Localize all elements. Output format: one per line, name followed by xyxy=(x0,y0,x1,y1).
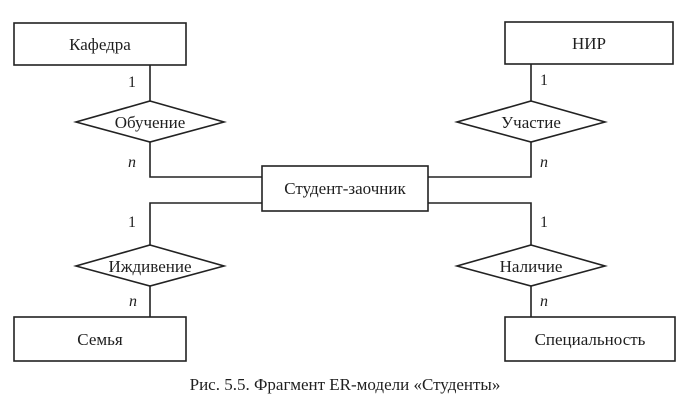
entity-kafedra: Кафедра xyxy=(13,22,187,66)
cardinality-izhdivenie-bottom: n xyxy=(129,293,137,310)
cardinality-nalichie-bottom: n xyxy=(540,293,548,310)
relationship-nalichie-label: Наличие xyxy=(500,257,563,276)
cardinality-uchastie-top: 1 xyxy=(540,72,548,89)
entity-nir: НИР xyxy=(504,21,674,65)
entity-semya: Семья xyxy=(13,316,187,362)
entity-semya-label: Семья xyxy=(77,330,123,349)
entity-kafedra-label: Кафедра xyxy=(69,35,131,54)
cardinality-izhdivenie-top: 1 xyxy=(128,214,136,231)
entity-student: Студент-заочник xyxy=(261,165,429,212)
line-obuchenie-student xyxy=(149,142,262,178)
entity-nir-label: НИР xyxy=(572,34,606,53)
cardinality-uchastie-bottom: n xyxy=(540,154,548,171)
line-student-nalichie xyxy=(428,202,532,245)
connectors xyxy=(149,64,532,317)
relationship-nalichie: Наличие xyxy=(454,244,608,287)
relationship-izhdivenie: Иждивение xyxy=(73,244,227,287)
relationship-uchastie-label: Участие xyxy=(501,113,561,132)
figure-caption: Рис. 5.5. Фрагмент ER-модели «Студенты» xyxy=(190,375,501,394)
relationship-obuchenie-label: Обучение xyxy=(115,113,186,132)
relationship-obuchenie: Обучение xyxy=(73,100,227,143)
cardinalities: 1 n 1 n 1 n 1 n xyxy=(128,72,548,310)
entity-student-label: Студент-заочник xyxy=(284,179,406,198)
cardinality-nalichie-top: 1 xyxy=(540,214,548,231)
line-uchastie-student xyxy=(428,142,532,178)
relationship-izhdivenie-label: Иждивение xyxy=(109,257,192,276)
entity-specialnost-label: Специальность xyxy=(535,330,646,349)
cardinality-obuchenie-bottom: n xyxy=(128,154,136,171)
line-student-izhdivenie xyxy=(149,202,262,245)
entity-specialnost: Специальность xyxy=(504,316,676,362)
cardinality-obuchenie-top: 1 xyxy=(128,74,136,91)
relationship-uchastie: Участие xyxy=(454,100,608,143)
